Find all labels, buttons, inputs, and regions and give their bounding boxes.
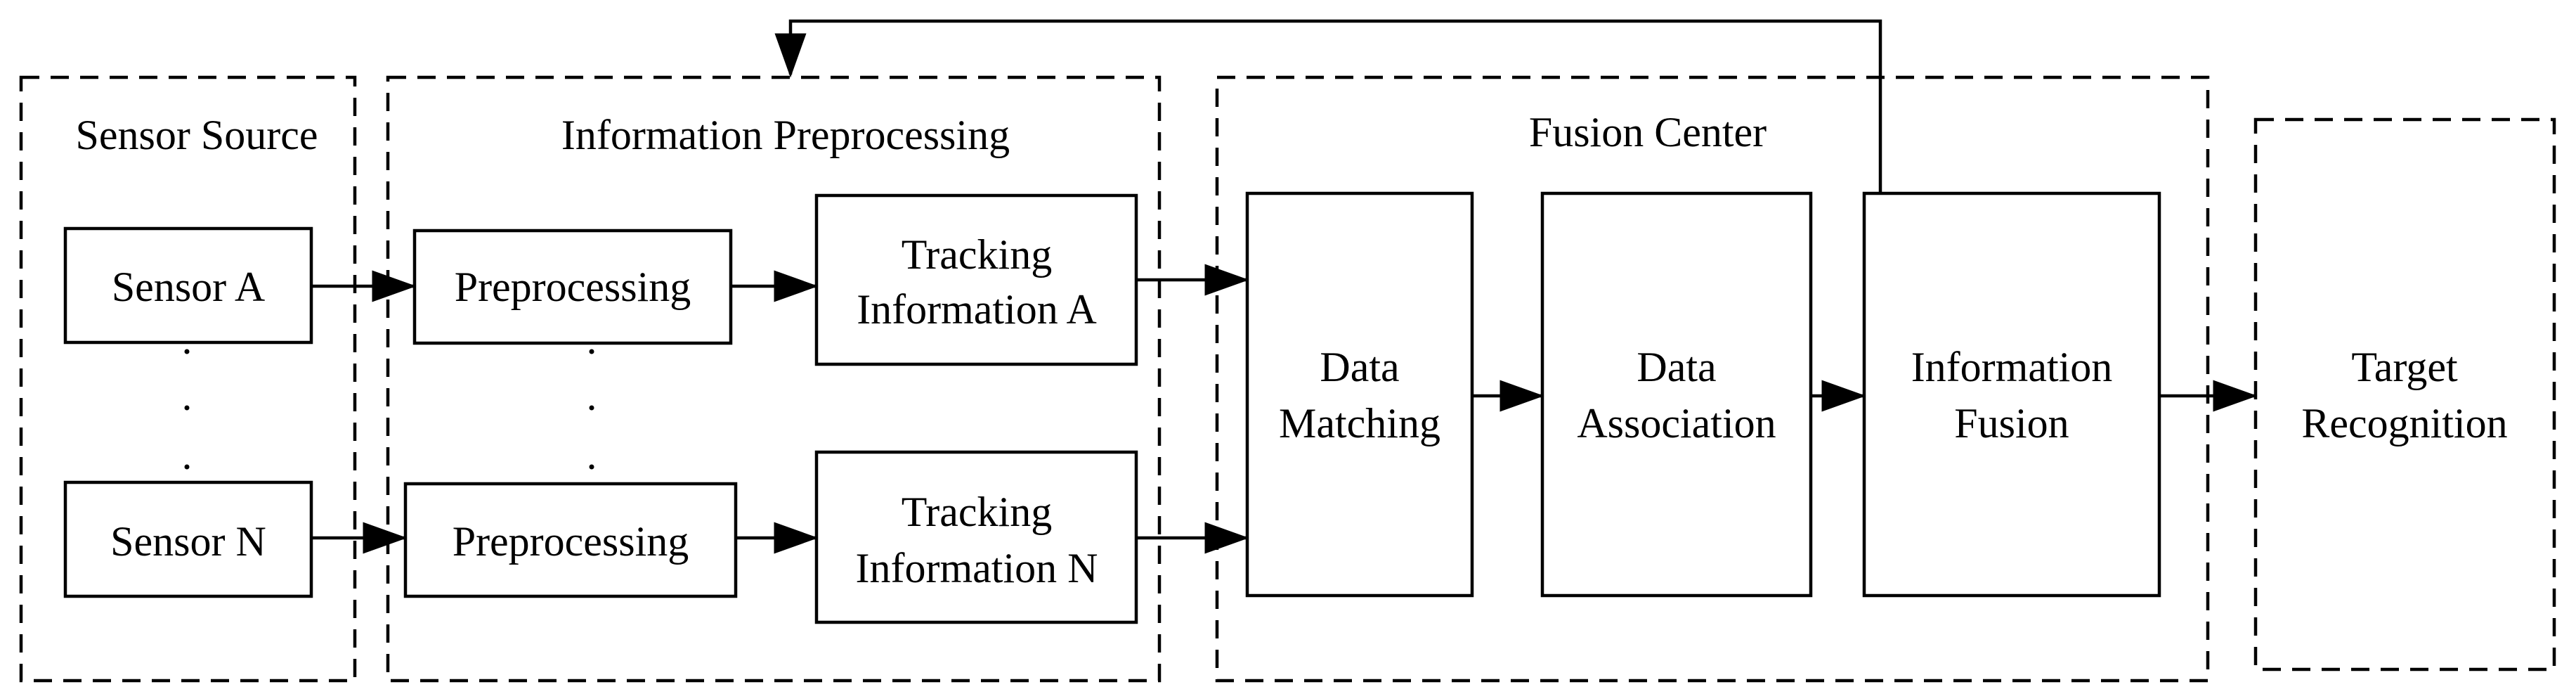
feedback-arrow-fusion-to-preprocessing: [774, 19, 1882, 193]
fusion-center-title: Fusion Center: [1529, 109, 1767, 155]
information-preprocessing-title: Information Preprocessing: [561, 112, 1010, 158]
ellipsis-dot: [589, 349, 594, 354]
sensor-source-title: Sensor Source: [76, 112, 318, 158]
ellipsis-dot: [184, 405, 190, 411]
data-association-label-line1: Data: [1637, 344, 1716, 390]
ellipsis-dot: [589, 464, 594, 470]
target-recognition-label-line2: Recognition: [2301, 400, 2507, 446]
preprocessing-n-box: [403, 482, 738, 598]
information-fusion-label-line1: Information: [1911, 344, 2113, 390]
tracking-n-box: [814, 450, 1138, 624]
tracking-a-label-line1: Tracking: [902, 231, 1052, 278]
ellipsis-dot: [184, 464, 190, 470]
tracking-n-label-line2: Information N: [856, 545, 1098, 591]
sensor-n-box: [63, 480, 313, 598]
preprocessing-a-label: Preprocessing: [455, 264, 691, 310]
preprocessing-n-label: Preprocessing: [453, 518, 689, 565]
information-fusion-label-line2: Fusion: [1954, 400, 2069, 446]
target-recognition-label-line1: Target: [2351, 344, 2458, 390]
tracking-a-label-line2: Information A: [857, 286, 1097, 333]
information-preprocessing-group: [386, 75, 1162, 683]
data-matching-label-line1: Data: [1320, 344, 1399, 390]
ellipsis-dot: [184, 349, 190, 354]
information-fusion-box: [1862, 191, 2161, 598]
sensor-n-label: Sensor N: [110, 518, 266, 565]
sensor-source-group: [19, 75, 357, 683]
data-association-label-line2: Association: [1577, 400, 1776, 446]
ellipsis-dot: [589, 405, 594, 411]
sensor-a-label: Sensor A: [112, 264, 265, 310]
data-association-box: [1540, 191, 1813, 598]
data-matching-label-line2: Matching: [1279, 400, 1440, 446]
tracking-n-label-line1: Tracking: [902, 489, 1052, 535]
data-matching-box: [1245, 191, 1474, 598]
tracking-a-box: [814, 193, 1138, 366]
target-recognition-group: [2253, 117, 2556, 671]
